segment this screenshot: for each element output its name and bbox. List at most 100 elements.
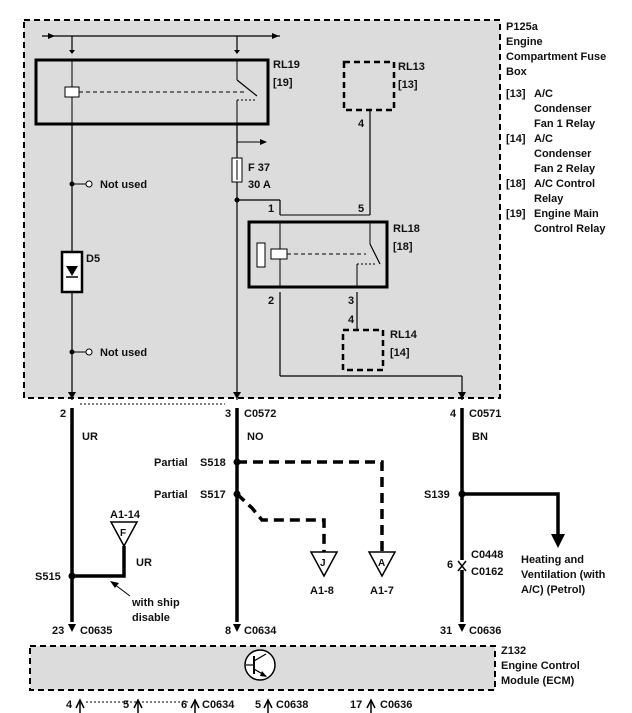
inline-conn-lower: C0162: [471, 566, 503, 578]
rl18-pin3: 3: [348, 295, 354, 307]
legend-code-18: [18]: [506, 178, 526, 190]
ground-a1-8: [309, 551, 339, 578]
legend-code-14: [14]: [506, 133, 526, 145]
wire-color-ur-branch: UR: [136, 557, 152, 569]
bottom-pin-1: 4: [66, 699, 73, 711]
ground-a1-14: [109, 521, 139, 548]
bottom-conn-c0638: C0638: [276, 699, 308, 711]
ecm-id: Z132: [501, 645, 526, 657]
legend-text-13-3: Fan 1 Relay: [534, 118, 596, 130]
s515-label: S515: [35, 571, 61, 583]
s515-branch: [72, 546, 126, 578]
rl14-pin4: 4: [348, 314, 355, 326]
ground-a1-7-letter: A: [378, 558, 385, 569]
conn-pin-3: 3: [225, 408, 231, 420]
heating-note-2: Ventilation (with: [521, 569, 606, 581]
heating-note-3: A/C) (Petrol): [521, 584, 586, 596]
bus-arrow-right: [272, 33, 279, 39]
heating-arrow: [551, 534, 565, 548]
ship-disable-note-1: with ship: [131, 597, 180, 609]
legend-text-13-1: A/C: [534, 88, 553, 100]
fuse-box-title-3: Box: [506, 66, 528, 78]
rl13-pin4: 4: [358, 118, 365, 130]
ecm-pin-23: 23: [52, 625, 64, 637]
rl13-ref: [13]: [398, 79, 418, 91]
legend-text-14-1: A/C: [534, 133, 553, 145]
inline-conn-pin: 6: [447, 559, 453, 571]
rl13-relay: [342, 60, 396, 112]
conn-c0572: C0572: [244, 408, 276, 420]
s517-prefix: Partial: [154, 489, 188, 501]
bottom-conn-c0634: C0634: [202, 699, 235, 711]
ground-a1-7-label: A1-7: [370, 585, 394, 597]
conn-pin-2: 2: [60, 408, 66, 420]
s517-branch: [235, 492, 326, 552]
s518-branch: [237, 460, 384, 552]
rl18-coil: [270, 248, 288, 260]
bottom-pin-3: 6: [181, 699, 187, 711]
rl19-label: RL19: [273, 59, 300, 71]
ecm-pin-8: 8: [225, 625, 231, 637]
s139-branch: [462, 492, 560, 536]
ship-disable-pointer: [113, 583, 131, 597]
wire-color-bn: BN: [472, 431, 488, 443]
bottom-conn-c0636: C0636: [380, 699, 412, 711]
s517-label: S517: [200, 489, 226, 501]
rl18-relay: [247, 220, 389, 289]
s515-splice: [68, 572, 76, 580]
ecm-conn-c0635: C0635: [80, 625, 112, 637]
rl14-label: RL14: [390, 329, 418, 341]
inline-conn-upper: C0448: [471, 549, 503, 561]
rl18-pin5: 5: [358, 203, 364, 215]
s518-label: S518: [200, 457, 226, 469]
conn-pin-4: 4: [450, 408, 457, 420]
rl18-pin2: 2: [268, 295, 274, 307]
ship-disable-note-2: disable: [132, 612, 170, 624]
conn-c0571: C0571: [469, 408, 501, 420]
d5-label: D5: [86, 253, 100, 265]
ecm-title-2: Module (ECM): [501, 675, 575, 687]
fuse-name: F 37: [248, 162, 270, 174]
legend-code-13: [13]: [506, 88, 526, 100]
fuse-box-outline: [23, 19, 501, 399]
s139-label: S139: [424, 489, 450, 501]
bottom-pin-5: 17: [350, 699, 362, 711]
legend-text-14-3: Fan 2 Relay: [534, 163, 596, 175]
ground-a1-14-letter: F: [120, 528, 126, 539]
ground-a1-8-label: A1-8: [310, 585, 334, 597]
legend-text-19-1: Engine Main: [534, 208, 599, 220]
rl19-relay: [34, 58, 270, 126]
not-used-label-2: Not used: [100, 347, 147, 359]
legend-code-19: [19]: [506, 208, 526, 220]
rl19-ref: [19]: [273, 77, 293, 89]
legend-text-18-1: A/C Control: [534, 178, 595, 190]
bus-arrow-left: [48, 33, 55, 39]
ground-a1-14-label: A1-14: [110, 509, 141, 521]
legend-text-18-2: Relay: [534, 193, 564, 205]
transistor-icon: [244, 649, 276, 681]
ecm-title-1: Engine Control: [501, 660, 580, 672]
ground-a1-7: [367, 551, 397, 578]
ecm-conn-c0634: C0634: [244, 625, 277, 637]
not-used-label-1: Not used: [100, 179, 147, 191]
heating-note-1: Heating and: [521, 554, 584, 566]
rl18-ref: [18]: [393, 241, 413, 253]
rl19-switch: [236, 79, 258, 97]
fuse-rating: 30 A: [248, 179, 271, 191]
legend-text-14-2: Condenser: [534, 148, 592, 160]
wire-color-no: NO: [247, 431, 264, 443]
rl18-pin1: 1: [268, 203, 274, 215]
legend-text-19-2: Control Relay: [534, 223, 606, 235]
diode-icon: [66, 266, 78, 276]
branch-arrow: [260, 139, 267, 145]
ecm-pin-31: 31: [440, 625, 452, 637]
rl14-relay: [341, 328, 385, 372]
rl18-switch: [369, 243, 381, 265]
bottom-pin-2: 5: [123, 699, 129, 711]
s518-prefix: Partial: [154, 457, 188, 469]
ground-a1-8-letter: J: [320, 558, 326, 569]
legend-text-13-2: Condenser: [534, 103, 592, 115]
ecm-conn-c0636: C0636: [469, 625, 501, 637]
rl19-coil: [64, 86, 80, 98]
